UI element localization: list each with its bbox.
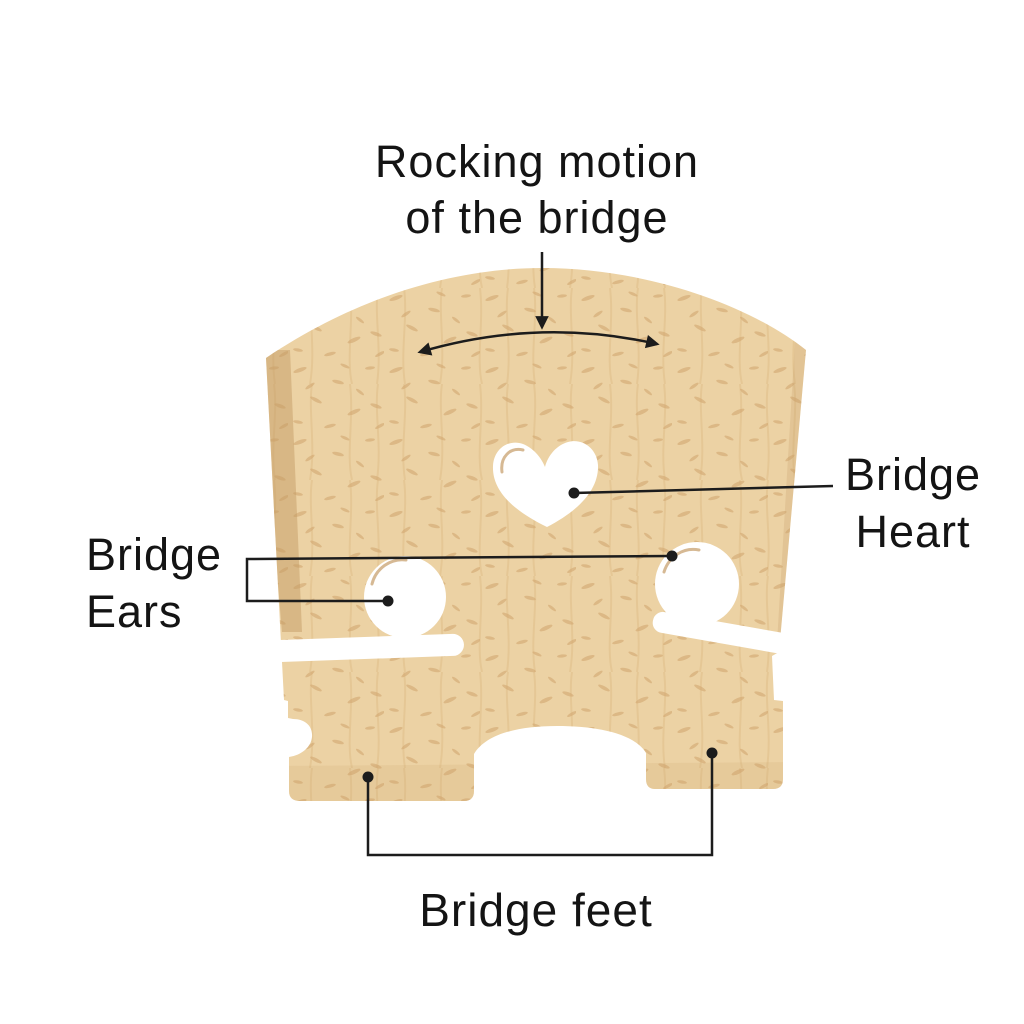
- rocking-motion-label-line2: of the bridge: [405, 192, 669, 243]
- left-ear-slot: [266, 633, 464, 663]
- bridge-ears-label-line1: Bridge: [86, 529, 223, 580]
- left-ear-callout-dot: [382, 595, 394, 607]
- left-ear-inner-shadow: [370, 558, 408, 586]
- left-foot-callout-dot: [362, 771, 374, 783]
- right-ear-hole: [655, 542, 739, 626]
- bridge-ears-label: Bridge Ears: [86, 526, 222, 640]
- left-ear-hole: [364, 556, 446, 638]
- bridge-cutouts: [266, 441, 801, 663]
- bridge-heart-hole: [492, 441, 599, 527]
- rocking-motion-arc-arrow: [417, 330, 660, 356]
- right-ear-inner-shadow: [662, 547, 701, 574]
- rocking-motion-label: Rocking motion of the bridge: [227, 134, 847, 246]
- rocking-motion-label-line1: Rocking motion: [374, 136, 700, 187]
- heart-inner-shadow: [500, 447, 525, 474]
- ears-callout-line: [245, 554, 671, 603]
- heart-callout-line: [573, 484, 834, 495]
- right-ear-callout-dot: [666, 550, 678, 562]
- bridge-ears-label-line2: Ears: [86, 586, 183, 637]
- right-foot-callout-dot: [706, 747, 718, 759]
- bridge-heart-label-line2: Heart: [855, 506, 971, 557]
- feet-callout-line: [366, 756, 714, 857]
- bridge-heart-label-line1: Bridge: [844, 449, 982, 500]
- bridge-body: [266, 268, 806, 801]
- bridge-feet-label: Bridge feet: [419, 884, 653, 936]
- bridge-heart-label: Bridge Heart: [828, 446, 998, 560]
- heart-callout-dot: [568, 487, 580, 499]
- annotations: [245, 252, 834, 857]
